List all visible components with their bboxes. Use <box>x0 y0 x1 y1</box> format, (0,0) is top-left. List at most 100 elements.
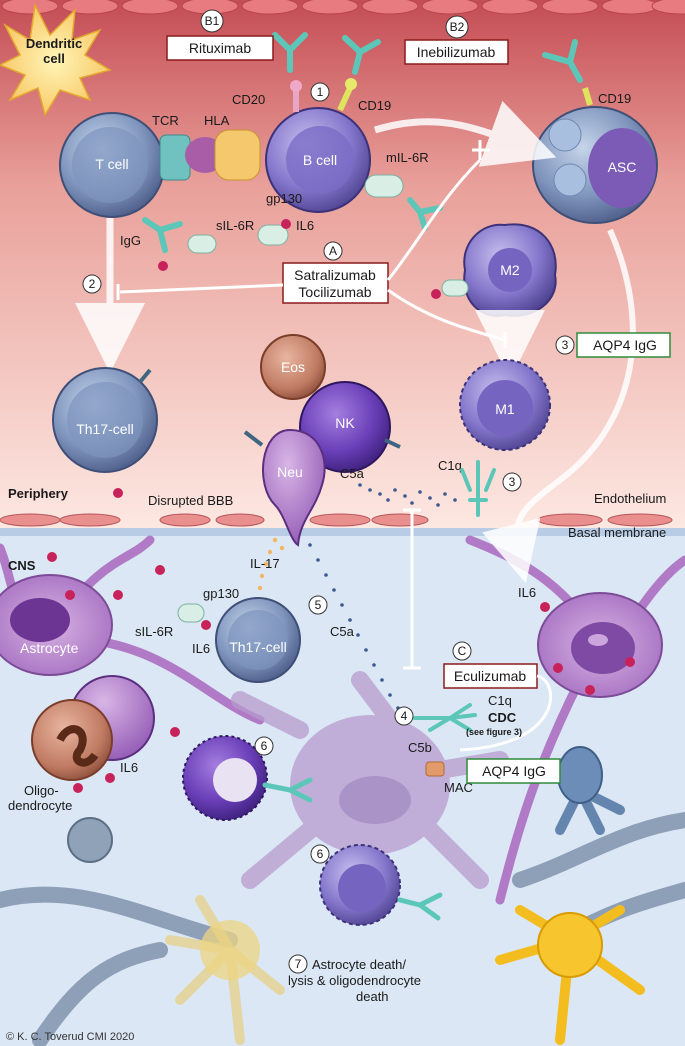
c1q-label-a: C1q <box>438 458 462 473</box>
aqp4-igg-label-1: AQP4 IgG <box>593 337 657 353</box>
c1q-complex-periphery <box>460 460 496 517</box>
eculizumab-inhibit-curve <box>459 674 553 752</box>
t-cell <box>59 112 165 218</box>
cdc-label: CDC <box>488 710 517 725</box>
cd19-label-b: CD19 <box>598 91 631 106</box>
eosinophil <box>260 334 326 400</box>
step-5-label: 5 <box>315 598 322 612</box>
mil6r-label: mIL-6R <box>386 150 429 165</box>
m1-macrophage <box>459 359 551 451</box>
oligo-label-1: Oligo- <box>24 783 59 798</box>
step-4-badge <box>394 706 414 726</box>
hla-label: HLA <box>204 113 230 128</box>
periphery-label: Periphery <box>8 486 69 501</box>
c-badge <box>452 641 472 661</box>
neutrophil <box>243 428 326 547</box>
sil6r-label-a: sIL-6R <box>216 218 254 233</box>
rituximab-label: Rituximab <box>189 40 251 56</box>
basal-membrane-band <box>0 528 685 536</box>
see-figure-label: (see figure 3) <box>466 727 522 737</box>
right-astrocyte <box>537 592 663 698</box>
aqp4-igg-label-2: AQP4 IgG <box>482 763 546 779</box>
step-6-label-b: 6 <box>317 847 324 861</box>
sil6r-complex <box>142 217 291 271</box>
oligo-label-2: dendrocyte <box>8 798 72 813</box>
endothelium-label: Endothelium <box>594 491 666 506</box>
a-badge <box>323 241 343 261</box>
nk-cell-cns <box>182 735 313 821</box>
nk-cell <box>299 381 401 473</box>
death-label-1: Astrocyte death/ <box>312 957 406 972</box>
b1-label: B1 <box>205 14 220 28</box>
neu-label: Neu <box>277 464 303 480</box>
bbb-endothelium <box>0 513 673 527</box>
cd20-receptor-head <box>290 80 302 92</box>
step-1-badge <box>310 82 330 102</box>
inhibit-line-asc <box>386 158 482 281</box>
dendritic-cell-label-2: cell <box>43 51 65 66</box>
left-astrocyte <box>0 574 113 676</box>
b1-badge <box>200 9 224 33</box>
mil6r-receptor <box>364 174 443 231</box>
step-7-badge <box>288 954 308 974</box>
central-astrocyte <box>231 671 509 909</box>
step-3-label: 3 <box>562 338 569 352</box>
c1q-label-b: C1q <box>488 693 512 708</box>
dendritic-cell-label-1: Dendritic <box>26 36 82 51</box>
gp130-label-a: gp130 <box>266 191 302 206</box>
th17-cell-cns <box>177 597 301 683</box>
inebilizumab-box <box>404 39 509 65</box>
c5a-dots-periphery <box>358 483 457 507</box>
cns-eos-neu-cluster <box>31 675 155 781</box>
aqp4-igg-box-1 <box>576 332 671 358</box>
eculizumab-label: Eculizumab <box>454 668 527 684</box>
satralizumab-label: Satralizumab <box>294 267 376 283</box>
mac-complex <box>425 761 445 777</box>
il6-label-a: IL6 <box>296 218 314 233</box>
aqp4-flow-arrow <box>482 228 636 584</box>
th17-label-a: Th17-cell <box>76 421 134 437</box>
inebilizumab-label: Inebilizumab <box>417 44 496 60</box>
step-6-badge-b <box>310 844 330 864</box>
astrocyte-label: Astrocyte <box>20 640 79 656</box>
step-6-badge-a <box>254 736 274 756</box>
death-label-2: lysis & oligodendrocyte <box>288 973 421 988</box>
inhibit-line-th17 <box>119 283 284 294</box>
eculizumab-box <box>443 663 538 689</box>
aqp4-igg-box-2 <box>466 758 561 784</box>
eos-label: Eos <box>281 359 305 375</box>
basal-membrane-label: Basal membrane <box>568 525 666 540</box>
m1-label: M1 <box>495 401 515 417</box>
t-cell-label: T cell <box>95 156 128 172</box>
death-label-3: death <box>356 989 389 1004</box>
rituximab-box <box>166 35 274 61</box>
right-blue-neuron <box>555 746 625 835</box>
oligodendrocyte-cell-body <box>67 817 113 863</box>
il17-label: IL-17 <box>250 556 280 571</box>
bcell-to-asc-arrow <box>373 100 557 167</box>
il6-label-c: IL6 <box>518 585 536 600</box>
a-label: A <box>329 244 337 258</box>
step-1-label: 1 <box>317 85 324 99</box>
dendritic-cell <box>0 2 112 117</box>
step-4-label: 4 <box>401 709 408 723</box>
il6-dots-cns <box>47 552 635 793</box>
cd19-receptor-head <box>345 78 357 90</box>
step-2-label: 2 <box>89 277 96 291</box>
asc-cd19-receptor <box>582 87 593 106</box>
mac-label: MAC <box>444 780 473 795</box>
step-5-badge <box>308 595 328 615</box>
c5a-label-b: C5a <box>330 624 355 639</box>
tocilizumab-label: Tocilizumab <box>298 284 371 300</box>
gp130-label-b: gp130 <box>203 586 239 601</box>
cns-label: CNS <box>8 558 36 573</box>
b-cell <box>265 107 371 213</box>
m1-macrophage-cns <box>319 844 443 926</box>
top-endothelium <box>1 0 685 15</box>
asc-antibody <box>542 39 583 83</box>
b-cell-label: B cell <box>303 152 337 168</box>
cd19-label-a: CD19 <box>358 98 391 113</box>
satralizumab-box <box>282 262 389 304</box>
asc-label: ASC <box>608 159 637 175</box>
